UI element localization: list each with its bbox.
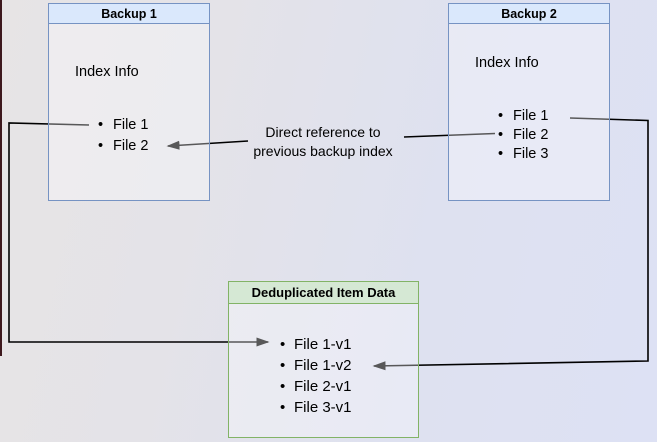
backup2-file-list: File 1 File 2 File 3 [498, 107, 548, 164]
dedup-item: File 3-v1 [280, 397, 352, 418]
file-item: File 2 [98, 136, 148, 157]
deduplicated-item-data-header: Deduplicated Item Data [229, 282, 418, 304]
backup2-box: Backup 2 Index Info File 1 File 2 File 3 [448, 3, 610, 201]
file-item: File 2 [498, 126, 548, 145]
file-item: File 1 [98, 115, 148, 136]
backup1-header: Backup 1 [49, 4, 209, 24]
backup2-header: Backup 2 [449, 4, 609, 24]
direct-reference-label-line1: Direct reference to [265, 124, 381, 140]
file-item: File 3 [498, 145, 548, 164]
file-item: File 1 [498, 107, 548, 126]
backup1-box: Backup 1 Index Info File 1 File 2 [48, 3, 210, 201]
left-edge-stripe [0, 0, 2, 356]
backup1-file-list: File 1 File 2 [98, 115, 148, 156]
dedup-item: File 2-v1 [280, 376, 352, 397]
backup2-index-label: Index Info [475, 55, 539, 71]
dedup-item: File 1-v2 [280, 355, 352, 376]
backup1-index-label: Index Info [75, 64, 139, 80]
direct-reference-label-line2: previous backup index [253, 143, 393, 159]
dedup-item-list: File 1-v1 File 1-v2 File 2-v1 File 3-v1 [280, 334, 352, 418]
dedup-item: File 1-v1 [280, 334, 352, 355]
deduplicated-item-data-box: Deduplicated Item Data File 1-v1 File 1-… [228, 281, 419, 438]
direct-reference-label: Direct reference to previous backup inde… [213, 123, 433, 161]
